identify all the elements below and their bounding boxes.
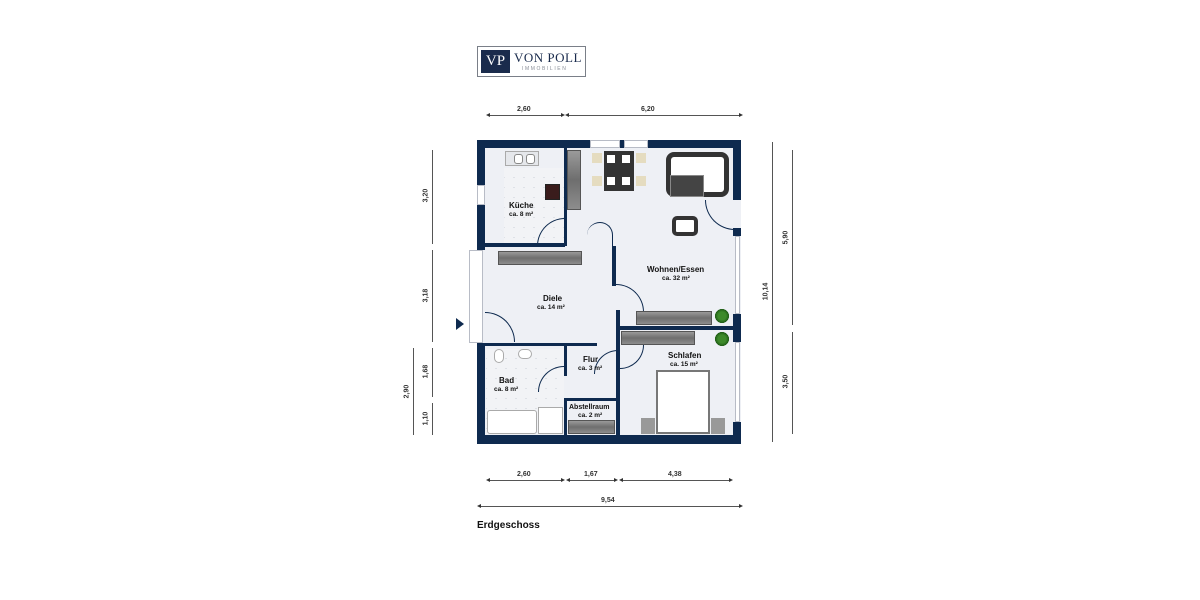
room-schlafen-name: Schlafen xyxy=(668,351,702,360)
bathtub-icon xyxy=(487,410,537,434)
armchair-icon xyxy=(672,216,698,236)
living-sideboard xyxy=(636,311,712,325)
shower-icon xyxy=(538,407,563,434)
bedroom-wardrobe xyxy=(621,331,695,345)
room-diele-area: ca. 14 m² xyxy=(537,304,565,311)
chair-icon xyxy=(592,153,602,163)
toilet-icon xyxy=(494,349,504,363)
room-diele-name: Diele xyxy=(543,294,563,303)
room-abstellraum-area: ca. 2 m² xyxy=(578,412,603,419)
logo-mark: VP xyxy=(481,50,510,73)
room-wohnen-area: ca. 32 m² xyxy=(662,275,690,282)
entrance-arrow-icon xyxy=(456,318,464,330)
kitchen-sink-icon xyxy=(505,151,539,166)
room-bad-area: ca. 8 m² xyxy=(494,386,519,393)
room-kuche-name: Küche xyxy=(509,201,534,210)
plant-icon xyxy=(715,309,729,323)
coffee-table-icon xyxy=(670,175,704,197)
chair-icon xyxy=(592,176,602,186)
stove-icon xyxy=(545,184,560,200)
plant-icon xyxy=(715,332,729,346)
kitchen-tall-cabinet xyxy=(567,150,581,210)
floor-title: Erdgeschoss xyxy=(477,520,540,531)
room-bad-name: Bad xyxy=(499,376,515,385)
chair-icon xyxy=(636,176,646,186)
nightstand-icon xyxy=(711,418,725,434)
room-wohnen-name: Wohnen/Essen xyxy=(647,265,705,274)
washbasin-icon xyxy=(518,349,532,359)
nightstand-icon xyxy=(641,418,655,434)
von-poll-logo: VP VON POLL IMMOBILIEN xyxy=(477,46,586,77)
room-kuche-area: ca. 8 m² xyxy=(509,211,534,218)
room-flur-name: Flur xyxy=(583,355,599,364)
room-abstellraum-name: Abstellraum xyxy=(569,404,610,411)
hall-wardrobe xyxy=(498,251,582,265)
bed-icon xyxy=(656,370,710,434)
storage-shelf xyxy=(568,420,615,434)
room-schlafen-area: ca. 15 m² xyxy=(670,361,698,368)
logo-subtitle: IMMOBILIEN xyxy=(522,66,568,72)
chair-icon xyxy=(636,153,646,163)
sofa-icon xyxy=(666,152,729,197)
logo-name: VON POLL xyxy=(514,50,582,65)
diele-kitchen-door-icon xyxy=(587,222,613,248)
dining-table-icon xyxy=(604,151,634,191)
room-flur-area: ca. 3 m² xyxy=(578,365,603,372)
